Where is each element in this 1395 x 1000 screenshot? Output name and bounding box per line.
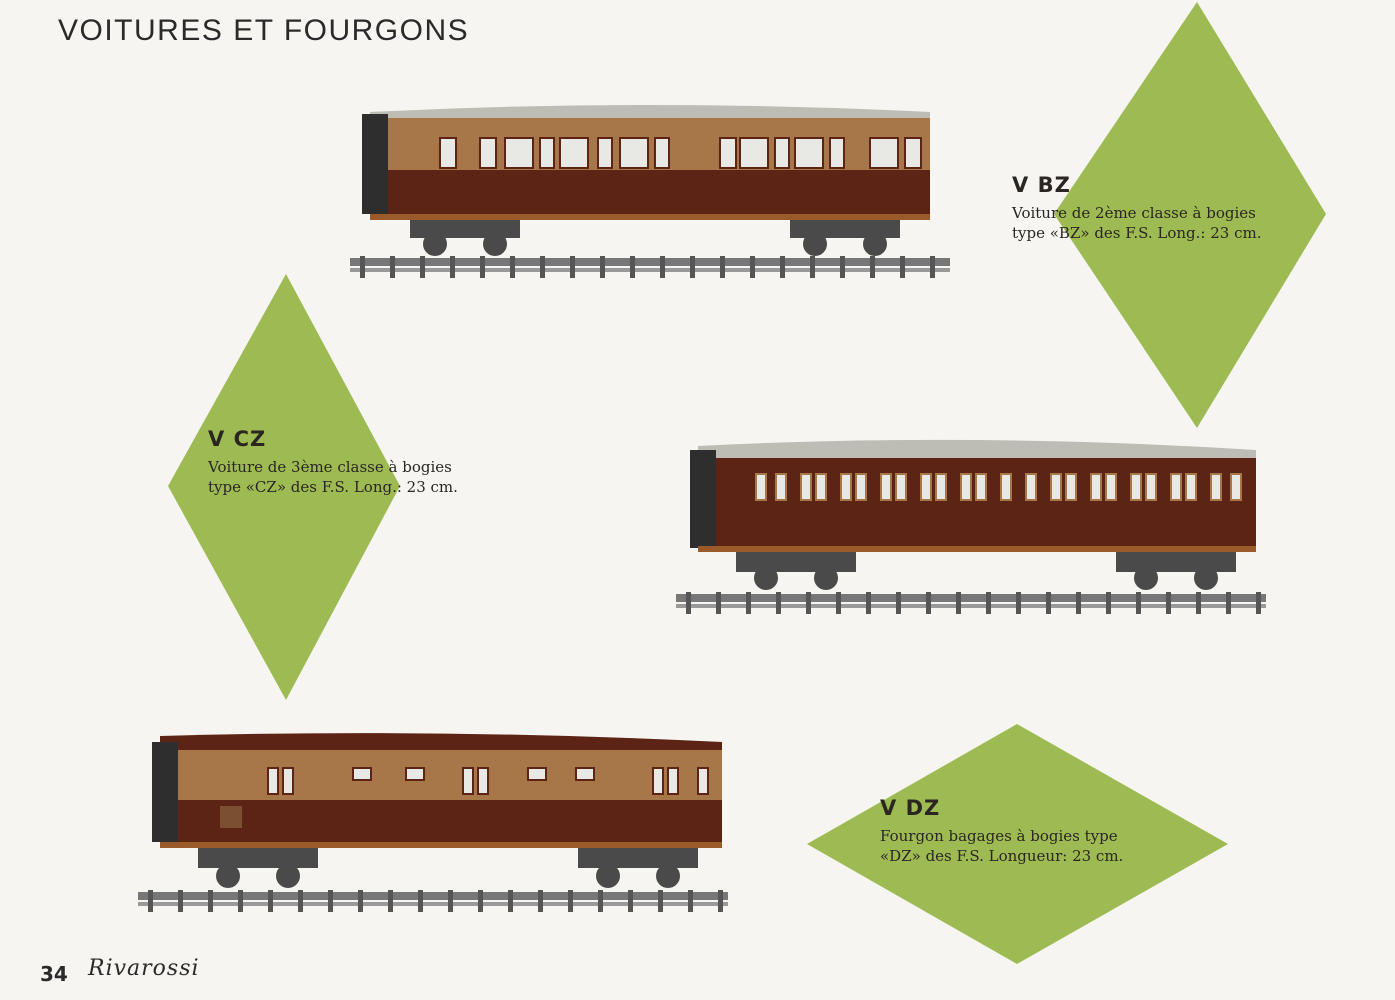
item-desc-line2: type «CZ» des F.S. Long.: 23 cm. [208, 478, 458, 496]
item-bz: V BZ Voiture de 2ème classe à bogies typ… [1012, 173, 1261, 243]
item-dz: V DZ Fourgon bagages à bogies type «DZ» … [880, 796, 1123, 866]
diamond-bz [1054, 2, 1326, 428]
van-dz-image [138, 733, 728, 912]
item-code: V DZ [880, 796, 941, 820]
diamond-cz [168, 274, 400, 700]
coach-bz-image [350, 105, 950, 278]
item-code: V BZ [1012, 173, 1071, 197]
item-desc-line1: Voiture de 3ème classe à bogies [208, 458, 452, 476]
track [138, 890, 728, 912]
item-desc-line1: Fourgon bagages à bogies type [880, 827, 1118, 845]
page-title: VOITURES ET FOURGONS [58, 14, 470, 47]
track [676, 592, 1266, 614]
item-desc-line2: «DZ» des F.S. Longueur: 23 cm. [880, 847, 1124, 865]
coach-cz-image [676, 439, 1266, 614]
item-cz: V CZ Voiture de 3ème classe à bogies typ… [208, 427, 458, 497]
track [350, 256, 950, 278]
brand-logo: Rivarossi [88, 956, 200, 981]
item-code: V CZ [208, 427, 267, 451]
item-desc-line2: type «BZ» des F.S. Long.: 23 cm. [1012, 224, 1262, 242]
item-desc-line1: Voiture de 2ème classe à bogies [1012, 204, 1256, 222]
diamond-dz [807, 724, 1228, 964]
page-number: 34 [40, 962, 68, 986]
